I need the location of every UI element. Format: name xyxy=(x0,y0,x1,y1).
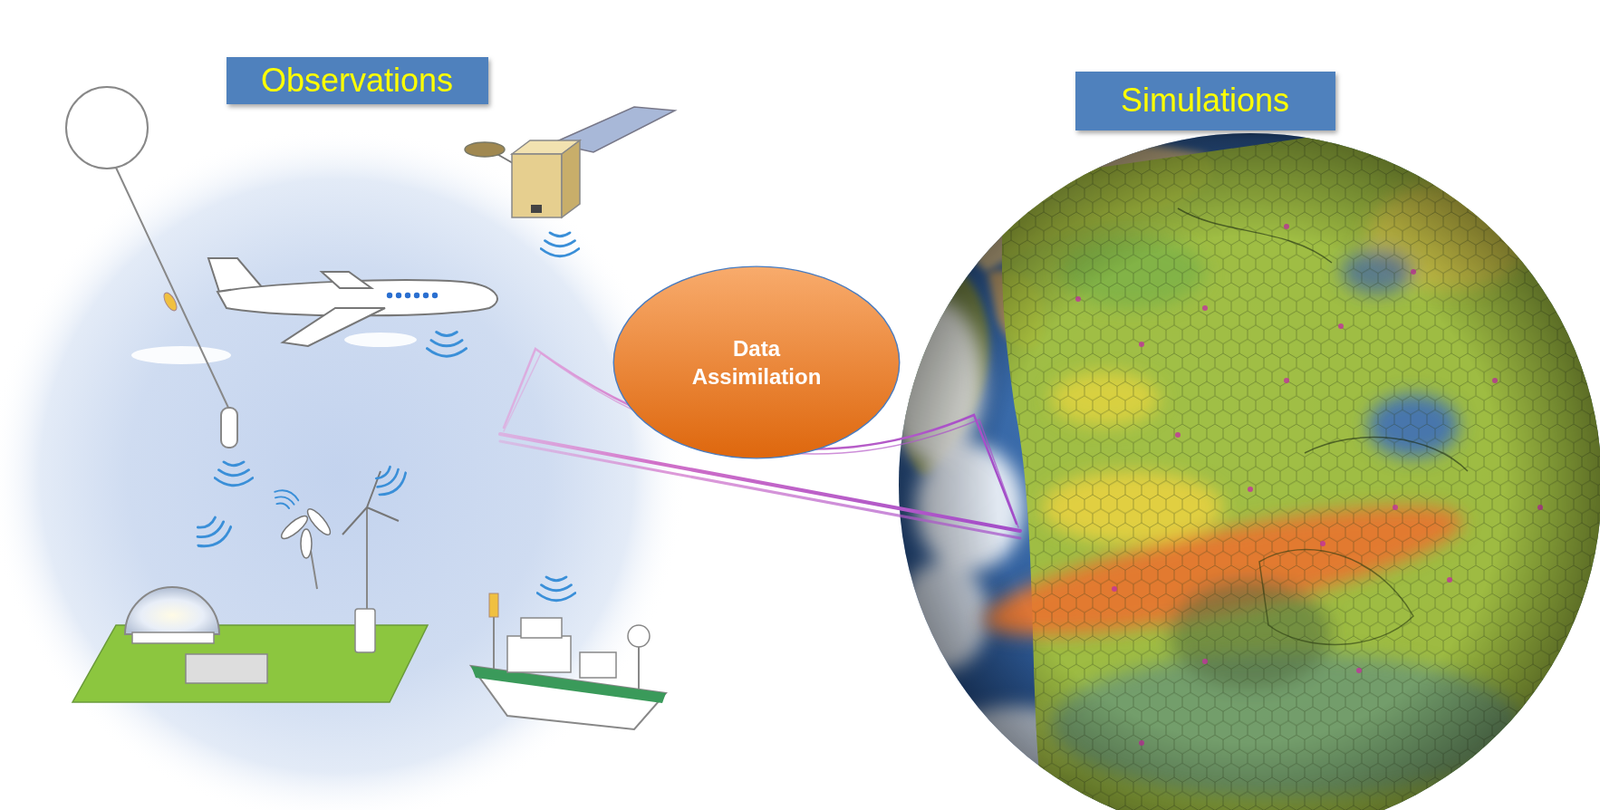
ellipse-outline xyxy=(611,264,902,461)
node-label: Data Assimilation xyxy=(665,334,848,391)
text-group: Observations xyxy=(260,60,454,100)
process-ellipse: Data Assimilation xyxy=(611,264,902,461)
heading-label: Simulations xyxy=(1120,80,1290,120)
text-group: Data Assimilation xyxy=(665,334,848,391)
text-group: Simulations xyxy=(1120,80,1290,120)
heading-box: Simulations xyxy=(1075,71,1336,131)
heading-box: Observations xyxy=(226,57,489,105)
heading-label: Observations xyxy=(260,60,454,100)
